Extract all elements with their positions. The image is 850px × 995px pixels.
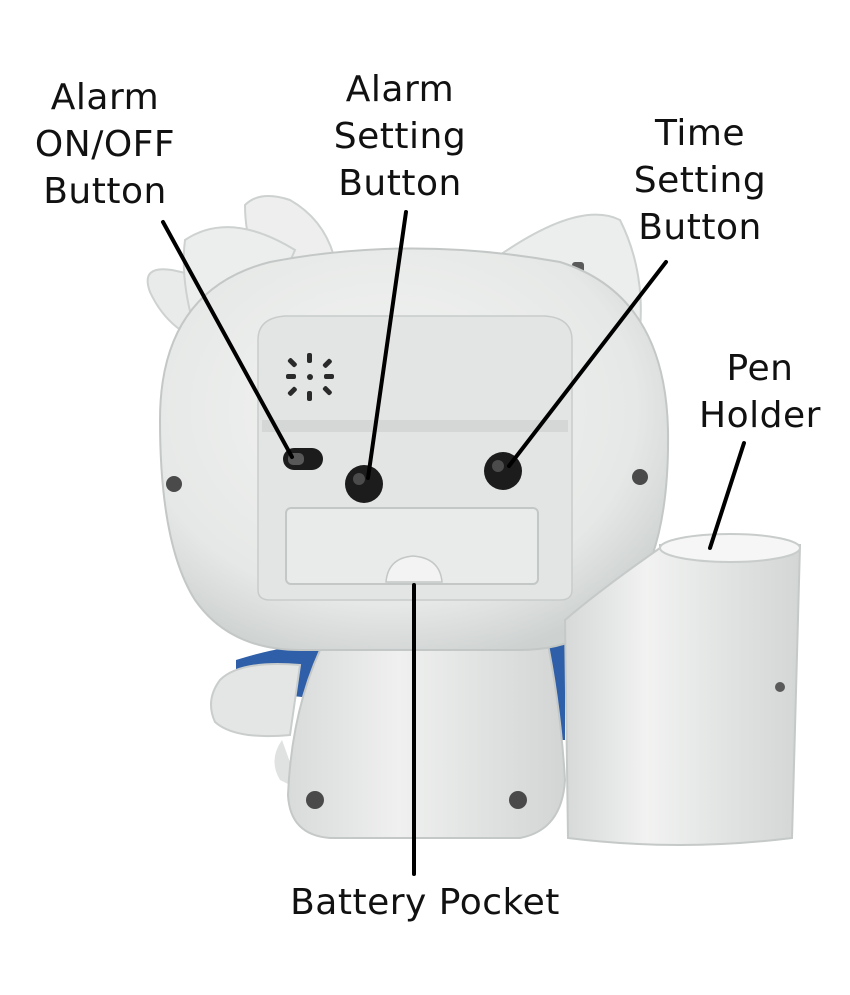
battery-pocket-label: Battery Pocket [240, 878, 610, 928]
label-line: Alarm [345, 69, 455, 110]
label-line: ON/OFF [34, 124, 176, 165]
speaker-icon [286, 353, 334, 401]
pen-holder-rim [659, 533, 801, 563]
label-line: Setting [333, 116, 467, 157]
screw-hole-icon [509, 791, 527, 809]
leader-line-pen-holder [708, 441, 746, 550]
leader-line-time-setting [507, 260, 668, 468]
label-line: Holder [699, 395, 821, 436]
alarm-setting-knob [345, 465, 383, 503]
leader-line-alarm-onoff [161, 220, 294, 459]
battery-cover [285, 507, 539, 585]
label-line: Pen [726, 348, 794, 389]
clock-body [286, 629, 567, 839]
pen-holder-label: Pen Holder [670, 345, 850, 439]
label-line: Alarm [50, 77, 160, 118]
label-line: Setting [633, 160, 767, 201]
screw-hole-icon [632, 469, 648, 485]
knob-highlight [353, 473, 365, 485]
left-arm [210, 663, 302, 738]
knob-highlight [492, 460, 504, 472]
label-line: Button [638, 207, 762, 248]
label-line: Button [338, 163, 462, 204]
screw-hole-icon [306, 791, 324, 809]
screw-hole-icon [775, 682, 785, 692]
alarm-onoff-button-label: Alarm ON/OFF Button [10, 74, 200, 215]
battery-tab [385, 555, 443, 583]
label-line: Battery Pocket [290, 882, 560, 923]
leader-lines [161, 210, 746, 876]
label-line: Time [654, 113, 746, 154]
alarm-setting-button-label: Alarm Setting Button [300, 66, 500, 207]
screw-hole-icon [166, 476, 182, 492]
pen-holder-cup [563, 544, 802, 846]
leader-line-alarm-setting [366, 210, 408, 480]
time-setting-button-label: Time Setting Button [600, 110, 800, 251]
back-panel-shade [262, 420, 568, 432]
label-line: Button [43, 171, 167, 212]
